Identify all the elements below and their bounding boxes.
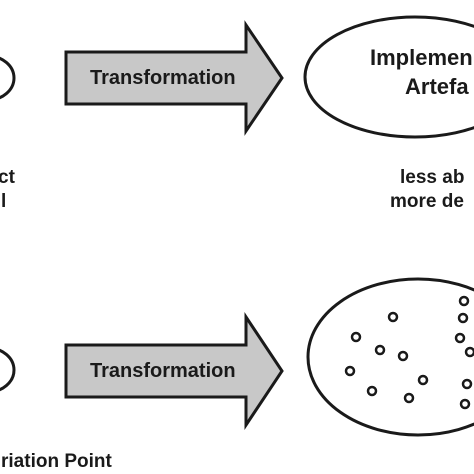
transformation-label-bottom: Transformation	[90, 360, 236, 382]
transformation-arrow-top	[64, 20, 284, 136]
variation-point-marker	[374, 344, 386, 356]
variation-point-marker	[458, 295, 470, 307]
abstract-model-label-line2: l	[1, 191, 7, 212]
variation-point-marker	[417, 374, 429, 386]
implementation-artefact-label-line2: Artefa	[405, 74, 469, 99]
implementation-artefact-ellipse	[303, 15, 474, 139]
variation-point-ellipse	[0, 348, 16, 392]
implementation-artefact-label-line1: Implemen	[370, 45, 473, 70]
variation-point-marker	[457, 312, 469, 324]
abstraction-note-line1: less ab	[400, 167, 465, 188]
abstract-model-label-line1: ct	[0, 167, 15, 188]
abstraction-note-line2: more de	[390, 191, 464, 212]
variation-point-marker	[397, 350, 409, 362]
variation-point-marker	[344, 365, 356, 377]
variation-points	[344, 295, 474, 410]
variation-point-label: riation Point	[1, 451, 112, 472]
variation-point-marker	[387, 311, 399, 323]
variation-point-marker	[464, 346, 474, 358]
transformation-label-top: Transformation	[90, 67, 236, 89]
abstract-model-ellipse	[0, 56, 16, 100]
transformation-arrow-bottom	[64, 312, 284, 430]
variation-point-marker	[366, 385, 378, 397]
variation-point-marker	[403, 392, 415, 404]
variation-point-marker	[459, 398, 471, 410]
variant-artefact-ellipse	[306, 277, 474, 437]
variation-point-marker	[350, 331, 362, 343]
variation-point-marker	[461, 378, 473, 390]
variation-point-marker	[454, 332, 466, 344]
